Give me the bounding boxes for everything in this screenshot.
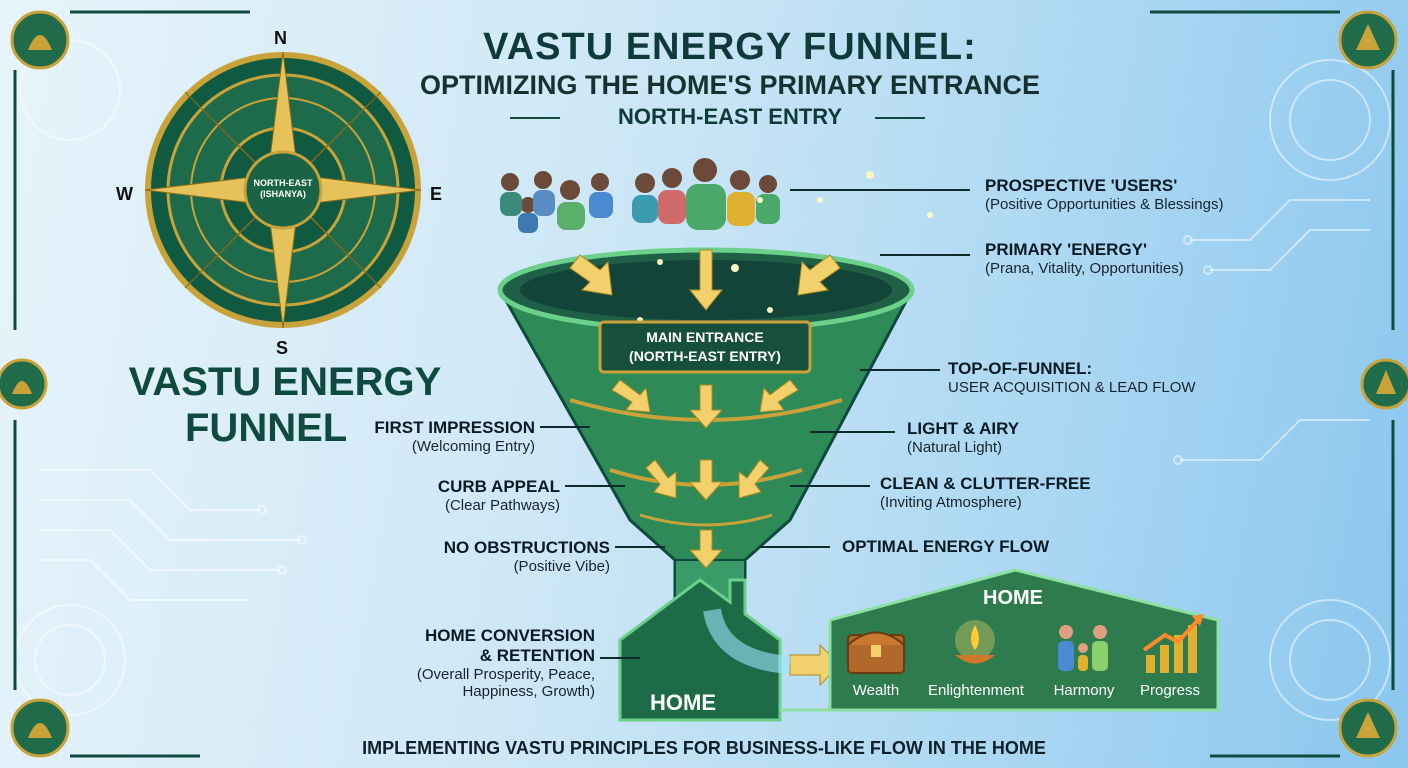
- label-heading: PRIMARY 'ENERGY': [985, 240, 1148, 259]
- label-clean-clutter-free: CLEAN & CLUTTER-FREE (Inviting Atmospher…: [880, 474, 1091, 511]
- mandala-pattern: [14, 39, 1391, 721]
- side-title-line1: VASTU ENERGY: [128, 360, 442, 404]
- connector-lines: [540, 189, 970, 659]
- label-home-conversion: HOME CONVERSION & RETENTION (Overall Pro…: [385, 626, 595, 700]
- house-outline: [618, 578, 791, 722]
- label-prospective-users: PROSPECTIVE 'USERS' (Positive Opportunit…: [985, 176, 1223, 213]
- growth-chart-icon: [1142, 614, 1204, 673]
- house-label: HOME: [650, 690, 716, 715]
- energy-arrows: [569, 249, 841, 687]
- main-entrance-banner-line2: (NORTH-EAST ENTRY): [629, 348, 781, 364]
- label-optimal-energy-flow: OPTIMAL ENERGY FLOW: [842, 537, 1049, 557]
- label-no-obstructions: NO OBSTRUCTIONS (Positive Vibe): [410, 538, 610, 575]
- family-icon: [1058, 625, 1108, 671]
- main-entrance-banner: [598, 320, 812, 374]
- side-title-line2: FUNNEL: [185, 406, 348, 450]
- compass-west-label: W: [116, 184, 133, 204]
- compass-center-line1: NORTH-EAST: [253, 178, 313, 188]
- label-heading: HOME CONVERSION: [424, 626, 595, 645]
- diya-lamp-icon: [955, 620, 995, 664]
- compass-south-label: S: [276, 338, 289, 358]
- main-title-line3: NORTH-EAST ENTRY: [617, 104, 843, 129]
- label-sub: (Positive Vibe): [513, 558, 610, 575]
- circuit-lines-right: [1173, 199, 1370, 465]
- label-heading: PROSPECTIVE 'USERS': [985, 176, 1178, 195]
- label-heading: FIRST IMPRESSION: [374, 418, 535, 437]
- compass-north-label: N: [274, 28, 287, 48]
- people-group-icon: [500, 158, 780, 233]
- main-entrance-banner-line1: MAIN ENTRANCE: [646, 329, 764, 345]
- benefit-enlightenment-label: Enlightenment: [928, 682, 1024, 699]
- home-benefits-panel: [780, 568, 1220, 712]
- label-heading: TOP-OF-FUNNEL:: [948, 359, 1093, 378]
- benefit-harmony-label: Harmony: [1053, 682, 1115, 699]
- label-sub: (Clear Pathways): [444, 497, 560, 514]
- corner-medallions: [0, 10, 1408, 758]
- label-sub: (Inviting Atmosphere): [880, 494, 1022, 511]
- main-title-line1: VASTU ENERGY FUNNEL:: [483, 26, 977, 68]
- label-sub-2: Happiness, Growth): [462, 683, 595, 700]
- compass-east-label: E: [430, 184, 443, 204]
- circuit-lines-left: [40, 469, 307, 601]
- label-first-impression: FIRST IMPRESSION (Welcoming Entry): [355, 418, 535, 455]
- label-sub: (Positive Opportunities & Blessings): [985, 196, 1224, 213]
- benefit-progress-label: Progress: [1139, 682, 1201, 699]
- compass-rose-icon: [144, 51, 422, 329]
- compass-center-line2: (ISHANYA): [260, 189, 306, 199]
- label-heading: OPTIMAL ENERGY FLOW: [842, 537, 1050, 556]
- benefit-wealth-label: Wealth: [852, 682, 900, 699]
- compass-center-label: NORTH-EAST (ISHANYA): [243, 178, 323, 200]
- label-heading: CURB APPEAL: [437, 477, 560, 496]
- label-sub: (Welcoming Entry): [411, 438, 535, 455]
- label-curb-appeal: CURB APPEAL (Clear Pathways): [400, 477, 560, 514]
- main-title-line2: OPTIMIZING THE HOME'S PRIMARY ENTRANCE: [420, 70, 1040, 100]
- label-heading-2: & RETENTION: [479, 646, 595, 665]
- label-sub: (Natural Light): [907, 439, 1003, 456]
- label-sub: (Prana, Vitality, Opportunities): [985, 260, 1184, 277]
- treasure-chest-icon: [847, 631, 905, 674]
- label-heading: CLEAN & CLUTTER-FREE: [880, 474, 1091, 493]
- label-sub: USER ACQUISITION & LEAD FLOW: [948, 379, 1196, 396]
- home-panel-title: HOME: [983, 587, 1043, 609]
- label-top-of-funnel: TOP-OF-FUNNEL: USER ACQUISITION & LEAD F…: [948, 359, 1196, 396]
- label-light-airy: LIGHT & AIRY (Natural Light): [907, 419, 1019, 456]
- label-heading: LIGHT & AIRY: [907, 419, 1020, 438]
- label-heading: NO OBSTRUCTIONS: [443, 538, 610, 557]
- label-sub: (Overall Prosperity, Peace,: [416, 666, 595, 683]
- label-primary-energy: PRIMARY 'ENERGY' (Prana, Vitality, Oppor…: [985, 240, 1184, 277]
- footer-caption: IMPLEMENTING VASTU PRINCIPLES FOR BUSINE…: [362, 738, 1046, 758]
